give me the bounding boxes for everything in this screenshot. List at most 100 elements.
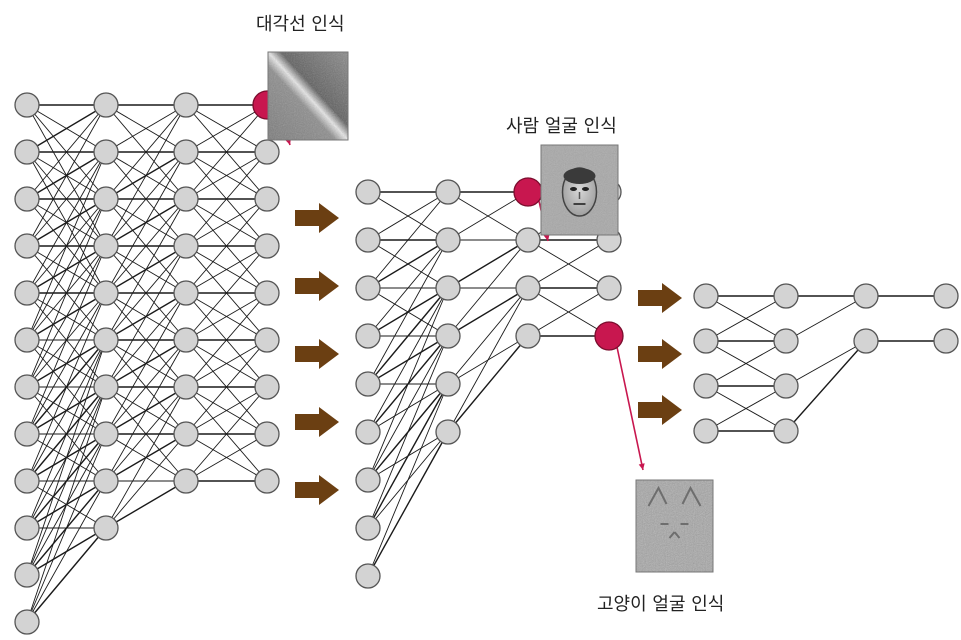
connection-edge [185, 292, 268, 341]
connection-edge [367, 191, 449, 241]
connection-edge [447, 287, 529, 385]
neuron [93, 139, 119, 165]
connection-edge [26, 386, 107, 623]
neuron [596, 275, 622, 301]
connection-edge [185, 198, 268, 294]
neuron [435, 371, 461, 397]
neuron [93, 468, 119, 494]
neuron [355, 275, 381, 301]
neuron [173, 92, 199, 118]
connection-edge [26, 245, 107, 435]
connection-edge [185, 198, 268, 247]
neuron [173, 280, 199, 306]
neuron [254, 233, 280, 259]
connection-edge [185, 339, 268, 388]
connection-edge [26, 433, 107, 623]
connection-edge [105, 104, 187, 200]
neuron [93, 515, 119, 541]
connection-edge [26, 104, 107, 200]
connection-edge [367, 239, 449, 289]
connection-edge [185, 433, 268, 482]
connection-edge [26, 151, 107, 341]
neuron [254, 139, 280, 165]
neuron [254, 327, 280, 353]
human-face-feature-image [540, 144, 619, 236]
connection-edge [367, 431, 449, 577]
neuron [435, 275, 461, 301]
flow-arrow-icon [295, 339, 339, 369]
neuron [773, 283, 799, 309]
connection-edge [447, 287, 529, 433]
neuron [14, 139, 40, 165]
neuron [355, 227, 381, 253]
neuron [93, 421, 119, 447]
connection-edge [105, 292, 187, 388]
activated-neuron [594, 321, 624, 351]
transition-arrows [295, 203, 682, 505]
neuron [14, 562, 40, 588]
connection-edge [447, 335, 529, 433]
neuron [773, 418, 799, 444]
neuron [254, 280, 280, 306]
neuron [355, 563, 381, 589]
neuron [173, 233, 199, 259]
neuron [693, 328, 719, 354]
neuron [173, 139, 199, 165]
connection-edge [105, 104, 187, 153]
connection-edge [367, 191, 449, 289]
connection-edge [527, 239, 610, 289]
neuron [355, 419, 381, 445]
neuron [435, 419, 461, 445]
connection-edge [26, 386, 107, 576]
neuron [254, 468, 280, 494]
neuron [515, 275, 541, 301]
connection-edge [105, 292, 187, 435]
connection-edge [705, 385, 787, 432]
connection-edge [105, 198, 187, 341]
flow-arrow-icon [638, 395, 682, 425]
neuron [173, 421, 199, 447]
connection-edge [705, 295, 787, 342]
neuron [93, 280, 119, 306]
neuron [173, 374, 199, 400]
neuron [933, 283, 959, 309]
connection-edge [26, 104, 107, 153]
connection-edge [785, 295, 867, 342]
connection-edge [367, 287, 449, 385]
neuron [355, 323, 381, 349]
connection-edge [105, 104, 187, 247]
connection-edge [367, 239, 449, 385]
neuron [355, 179, 381, 205]
face-recognition-label: 사람 얼굴 인식 [506, 116, 617, 137]
neuron [93, 233, 119, 259]
neuron [14, 468, 40, 494]
connection-edge [105, 245, 187, 388]
neuron [93, 186, 119, 212]
connection-edge [26, 339, 107, 576]
neuron [933, 328, 959, 354]
connection-edge [105, 386, 187, 482]
connection-edge [26, 198, 107, 388]
diagonal-feature-image [267, 51, 349, 141]
neuron [14, 421, 40, 447]
connection-edge [26, 104, 107, 247]
neuron [14, 92, 40, 118]
neuron [693, 283, 719, 309]
neuron [693, 373, 719, 399]
neuron [93, 327, 119, 353]
connection-edge [367, 239, 449, 337]
connection-edge [185, 245, 268, 341]
neuron [14, 515, 40, 541]
neuron [693, 418, 719, 444]
connection-edge [26, 480, 107, 623]
neuron [773, 328, 799, 354]
flow-arrow-icon [295, 407, 339, 437]
flow-arrow-icon [295, 271, 339, 301]
feature-pointer-head [638, 463, 645, 470]
connection-edge [185, 292, 268, 388]
neuron [254, 374, 280, 400]
connection-edge [105, 151, 187, 294]
feature-images [267, 51, 714, 573]
connection-edge [705, 340, 787, 387]
cat-face-feature-image [635, 479, 714, 573]
